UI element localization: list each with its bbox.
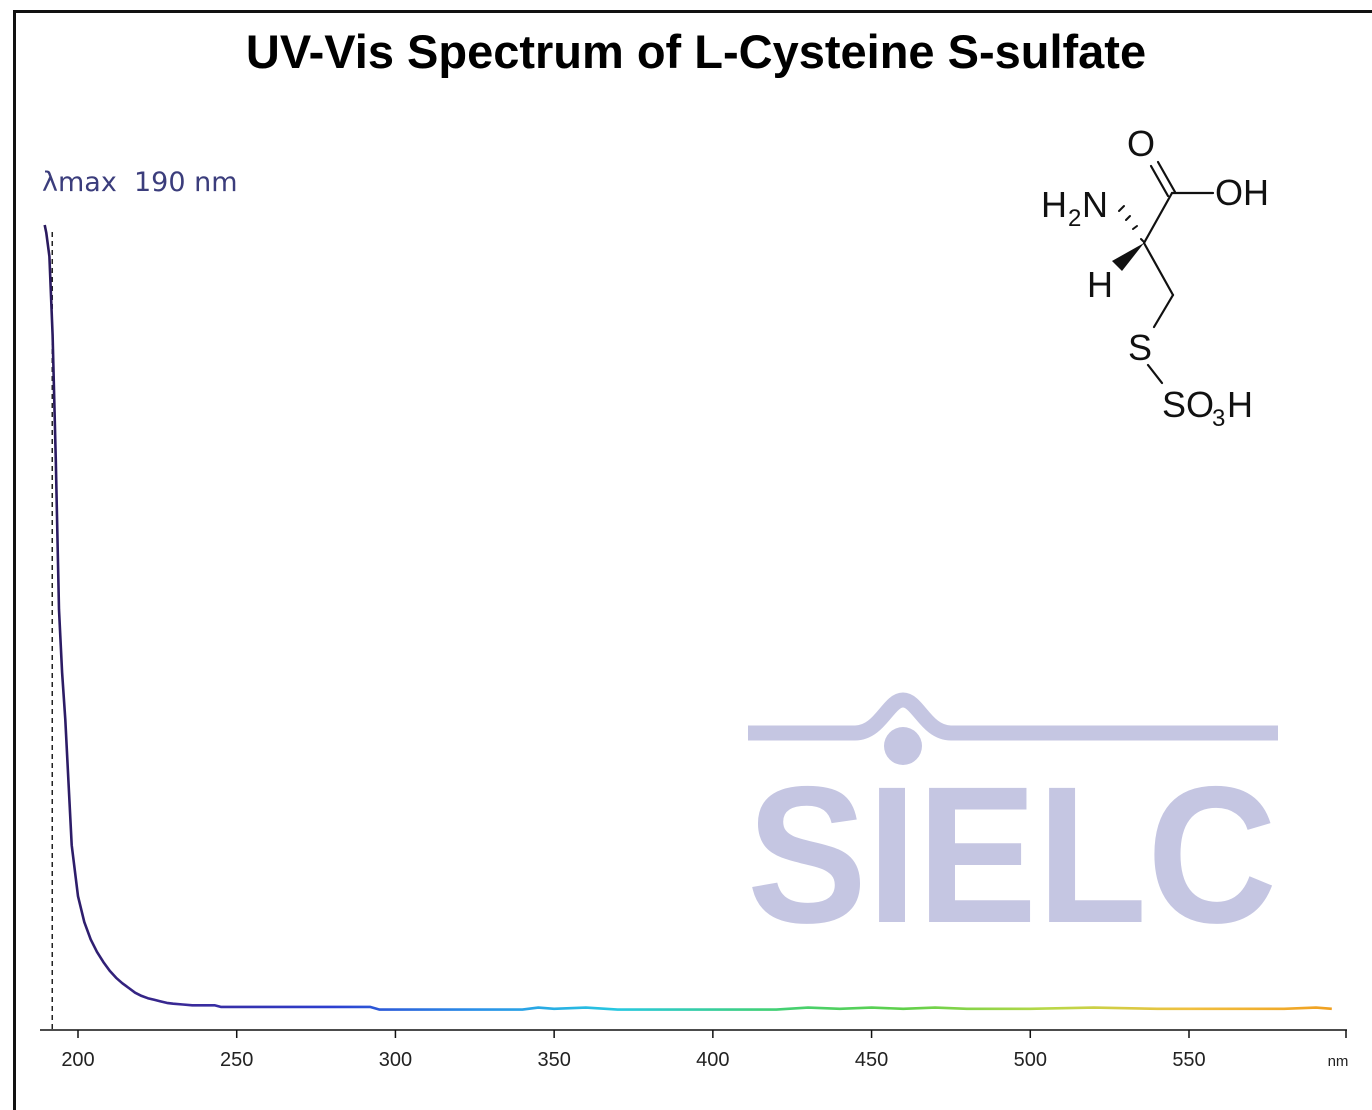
x-tick-label-550: 550 bbox=[1172, 1049, 1205, 1071]
chart-title: UV-Vis Spectrum of L-Cysteine S-sulfate bbox=[245, 25, 1147, 78]
carboxyl-alpha-bond bbox=[1142, 191, 1174, 245]
sulfonate-subscript-label: 3 bbox=[1212, 405, 1225, 432]
beta-sulfur-bond bbox=[1152, 293, 1175, 329]
x-tick-label-400: 400 bbox=[696, 1049, 729, 1071]
amine-h-label: H bbox=[1041, 184, 1067, 225]
alpha-h-label: H bbox=[1087, 264, 1113, 305]
watermark-text: SIELC bbox=[747, 746, 1277, 964]
hashed-bond-1 bbox=[1140, 238, 1144, 242]
x-tick-label-500: 500 bbox=[1014, 1049, 1047, 1071]
alpha-beta-bond bbox=[1142, 241, 1175, 297]
hydroxyl-label: OH bbox=[1215, 172, 1269, 213]
spectrum-series-line bbox=[43, 224, 1332, 1011]
sulfur-sulfur-bond bbox=[1146, 363, 1164, 385]
watermark-arc bbox=[748, 692, 1278, 741]
sulfonate-h-label: H bbox=[1227, 384, 1253, 425]
carbonyl-bond-a bbox=[1156, 160, 1177, 194]
x-tick-label-450: 450 bbox=[855, 1049, 888, 1071]
sulfur-label: S bbox=[1128, 327, 1152, 368]
x-tick-label-350: 350 bbox=[537, 1049, 570, 1071]
x-tick-label-250: 250 bbox=[220, 1049, 253, 1071]
chart-frame bbox=[13, 10, 1372, 1110]
hashed-bond-2 bbox=[1132, 225, 1138, 230]
carbonyl-oxygen-label: O bbox=[1127, 123, 1155, 164]
l-cysteine-s-sulfate-structure: O OH H 2 N H S SO 3 H bbox=[1041, 123, 1269, 432]
sielc-watermark-logo: SIELC bbox=[747, 692, 1278, 964]
lambda-max-annotation: λmax 190 nm bbox=[42, 167, 238, 198]
x-tick-label-300: 300 bbox=[379, 1049, 412, 1071]
wedge-bond bbox=[1112, 243, 1144, 271]
hashed-bond-4 bbox=[1118, 205, 1125, 212]
watermark-dot bbox=[884, 727, 922, 765]
hashed-bond-3 bbox=[1125, 215, 1131, 221]
sulfonate-label: SO bbox=[1162, 384, 1214, 425]
x-axis-unit-label: nm bbox=[1328, 1053, 1349, 1070]
amine-subscript-label: 2 bbox=[1068, 205, 1081, 232]
x-tick-label-200: 200 bbox=[61, 1049, 94, 1071]
carbonyl-bond-b bbox=[1149, 164, 1170, 198]
amine-n-label: N bbox=[1082, 184, 1108, 225]
